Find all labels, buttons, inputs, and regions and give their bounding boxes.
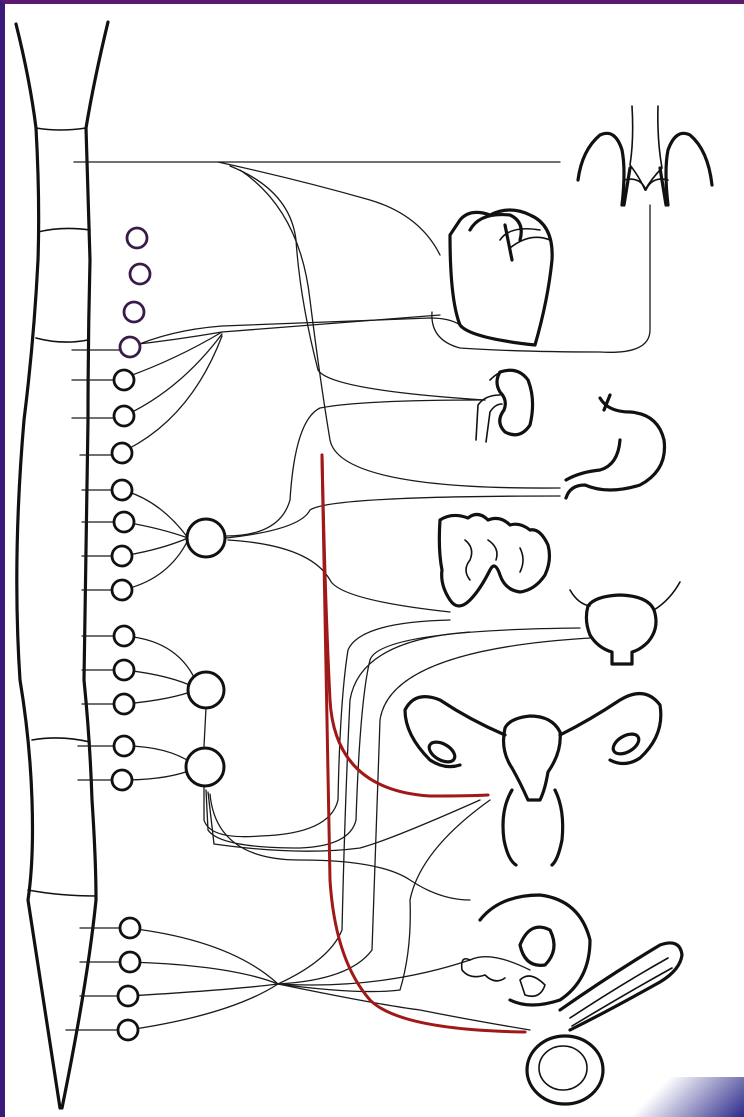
- chain-ganglion: [112, 658, 136, 682]
- stomach-organ: [564, 393, 667, 500]
- uterus-organ: [403, 692, 663, 867]
- pelvic-splanchnic-nerves: [320, 453, 527, 1034]
- segment-divider-sacral: [27, 889, 97, 897]
- chain-ganglion: [118, 916, 142, 940]
- chain-ganglion: [118, 950, 142, 974]
- celiac-ganglion: [185, 517, 227, 559]
- chain-ganglion: [112, 404, 136, 428]
- kidney-organ: [475, 368, 535, 443]
- spinal-cord: [14, 20, 110, 1110]
- inferior-mesenteric-ganglion: [184, 746, 226, 788]
- chain-ganglion: [122, 300, 146, 324]
- chain-ganglion: [112, 624, 136, 648]
- chain-ganglion: [110, 478, 134, 502]
- lungs-trachea-organ: [576, 105, 714, 207]
- intestine-organ: [437, 512, 552, 608]
- chain-ganglion: [110, 544, 134, 568]
- heart-organ: [448, 208, 554, 347]
- chain-ganglion: [110, 441, 134, 465]
- segment-divider-cervical: [35, 127, 87, 131]
- segment-divider-lumbar: [31, 737, 91, 743]
- chain-ganglion: [112, 734, 136, 758]
- prevertebral-ganglia: [184, 517, 227, 788]
- chain-ganglion: [112, 368, 136, 392]
- chain-ganglion: [116, 1018, 140, 1042]
- chain-ganglion: [110, 768, 134, 792]
- chain-ganglion: [112, 510, 136, 534]
- sympathetic-chain: [110, 226, 152, 1042]
- chain-ganglion: [116, 984, 140, 1008]
- superior-mesenteric-ganglion: [186, 670, 226, 710]
- bladder-organ: [569, 581, 681, 666]
- chain-ganglion: [112, 692, 136, 716]
- chain-ganglion: [110, 578, 134, 602]
- nerves-cervical: [73, 161, 651, 489]
- male-genitalia-organ: [460, 893, 684, 1106]
- segment-divider-upper-thoracic: [37, 227, 91, 233]
- segment-divider-thoracic: [35, 337, 89, 343]
- chain-ganglion: [118, 335, 142, 359]
- corner-shading: [594, 1077, 744, 1117]
- chain-ganglion: [125, 226, 149, 250]
- nerves-celiac: [81, 399, 561, 613]
- chain-ganglion: [128, 262, 152, 286]
